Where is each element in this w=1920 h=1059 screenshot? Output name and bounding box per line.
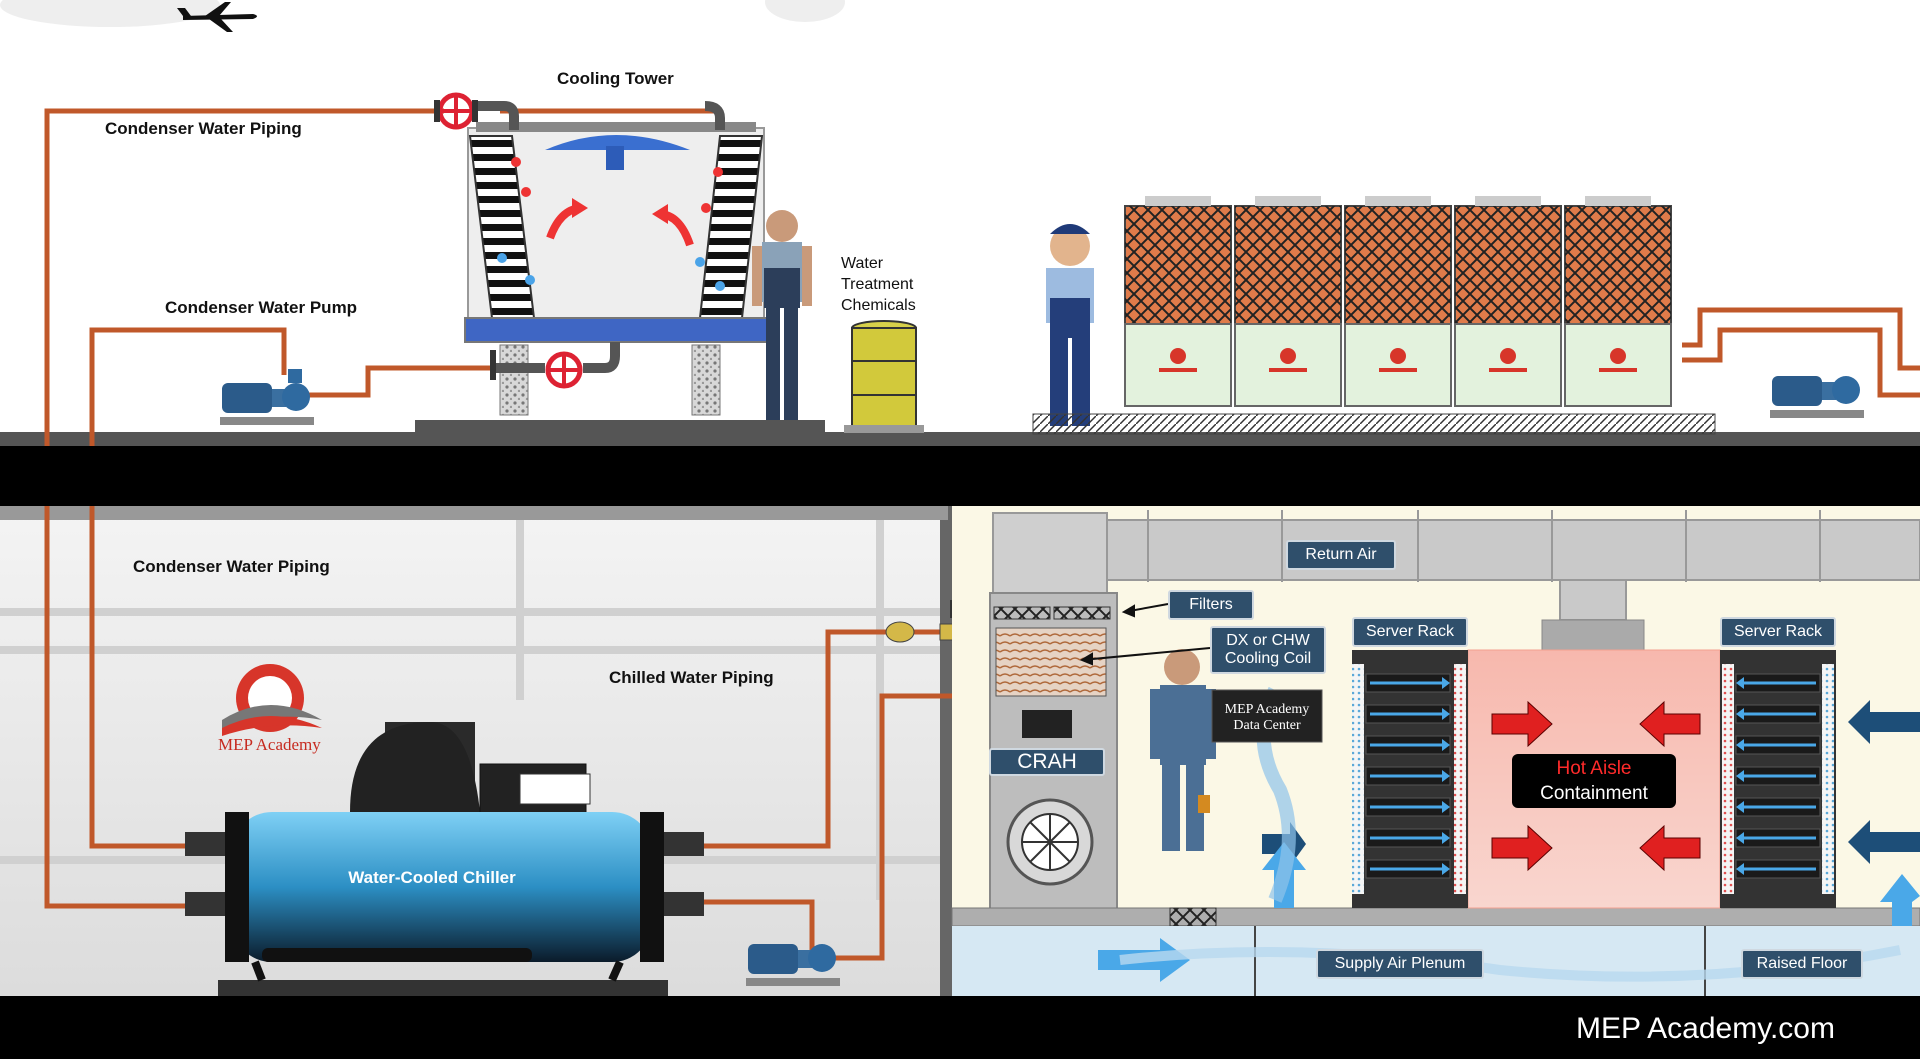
crah-label: CRAH	[989, 748, 1105, 776]
arrow-icon	[1736, 863, 1744, 875]
chiller-unit-icon	[1454, 196, 1562, 407]
technician-figure	[1150, 649, 1216, 851]
cooling-tower	[415, 122, 825, 434]
technician-figure	[752, 210, 812, 420]
outdoor-section	[0, 0, 1920, 906]
plaque-text: MEP Academy Data Center	[1224, 702, 1310, 733]
return-air-label: Return Air	[1286, 540, 1396, 570]
server-rack-left	[1352, 650, 1468, 908]
chemical-drum	[844, 320, 924, 433]
chiller-unit-icon	[1344, 196, 1452, 407]
footer-brand: MEP Academy.com	[1576, 1012, 1835, 1045]
arrow-icon	[1736, 832, 1744, 844]
arrow-icon	[1736, 677, 1744, 689]
arrow-icon	[1442, 801, 1450, 813]
condenser-water-piping-label-lower: Condenser Water Piping	[133, 557, 330, 576]
gear-logo-icon	[222, 664, 322, 736]
plant-room	[0, 506, 990, 998]
chiller-unit-icon	[1234, 196, 1342, 407]
raised-floor-tiles	[951, 907, 1920, 927]
arrow-icon	[1442, 770, 1450, 782]
valve-icon	[490, 342, 620, 389]
filters-label: Filters	[1168, 590, 1254, 620]
coil-label: DX or CHW Cooling Coil	[1210, 626, 1326, 674]
supply-air-plenum-label: Supply Air Plenum	[1316, 949, 1484, 979]
arrow-icon	[1736, 708, 1744, 720]
technician-figure	[1046, 224, 1094, 426]
footer-band	[0, 996, 1920, 1059]
arrow-icon	[1442, 832, 1450, 844]
duct-hangers	[1147, 510, 1821, 582]
server-rack-right	[1720, 650, 1836, 908]
floor-slab	[0, 446, 1920, 506]
arrow-icon	[1442, 863, 1450, 875]
chiller-unit-icon	[1564, 196, 1672, 407]
server-rack-right-label: Server Rack	[1720, 617, 1836, 647]
chiller-unit-icon	[1124, 196, 1232, 407]
arrow-icon	[1442, 739, 1450, 751]
chiller-label: Water-Cooled Chiller	[348, 868, 516, 887]
logo-text: MEP Academy	[218, 735, 321, 754]
water-treatment-label: Water Treatment Chemicals	[841, 255, 916, 314]
ground-line	[0, 432, 1920, 446]
condenser-water-pump-label: Condenser Water Pump	[165, 298, 358, 317]
arrow-icon	[1442, 708, 1450, 720]
chilled-water-piping-label: Chilled Water Piping	[609, 668, 774, 687]
pointer-lines	[1079, 603, 1211, 666]
water-cooled-chiller	[185, 722, 704, 998]
fan-icon	[1006, 798, 1094, 886]
arrow-icon	[1736, 739, 1744, 751]
arrow-icon	[1736, 801, 1744, 813]
pump-icon	[746, 944, 840, 986]
condenser-water-piping-label: Condenser Water Piping	[105, 119, 302, 138]
data-center-plaque	[1211, 689, 1323, 743]
airplane-icon	[177, 2, 257, 32]
pump-icon	[1770, 376, 1864, 418]
raised-floor-label: Raised Floor	[1741, 949, 1863, 979]
cloud	[765, 0, 845, 22]
cloud	[0, 0, 220, 27]
chiller-units	[1032, 196, 1716, 435]
arrow-icon	[1736, 770, 1744, 782]
valve-icon	[434, 92, 725, 130]
hot-air-arrows	[1491, 700, 1701, 872]
arrow-icon	[1442, 677, 1450, 689]
hot-aisle-label: Hot Aisle Containment	[1512, 754, 1676, 808]
cooling-tower-label: Cooling Tower	[557, 69, 674, 88]
server-rack-left-label: Server Rack	[1352, 617, 1468, 647]
condenser-water-piping-bottom	[44, 506, 200, 909]
pump-icon	[220, 369, 314, 425]
